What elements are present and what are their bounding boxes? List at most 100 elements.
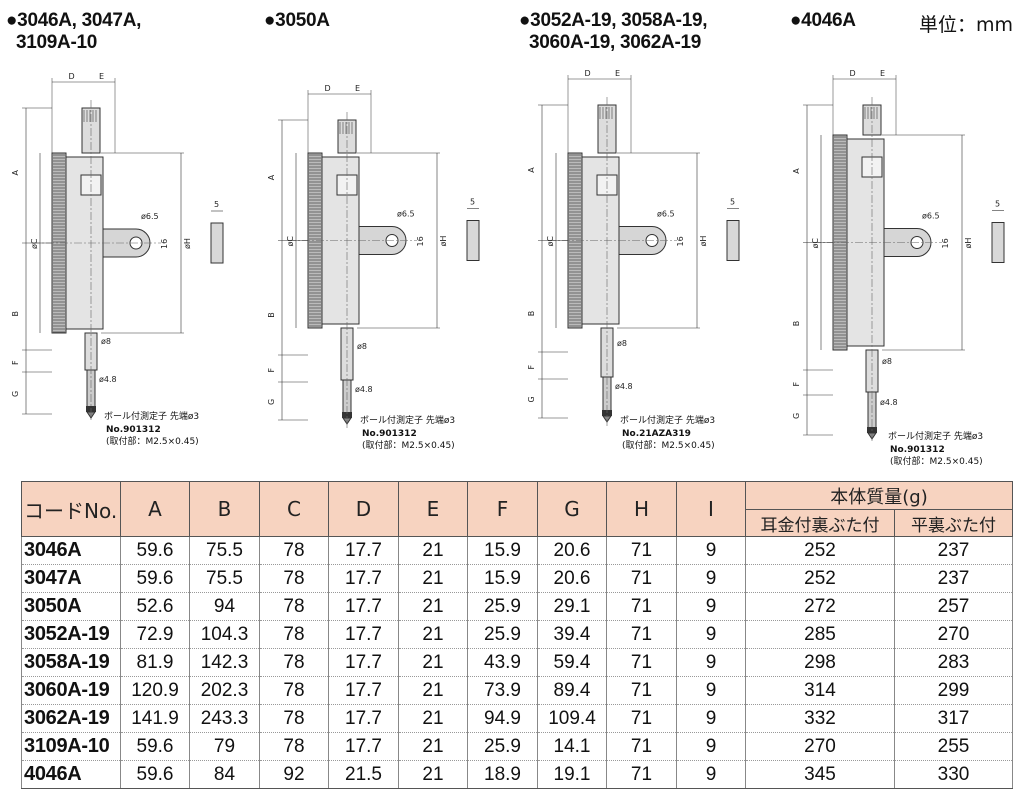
- drawing-title-3: ●3052A-19, 3058A-19, 3060A-19, 3062A-19: [519, 10, 708, 53]
- dim-h: øH: [183, 238, 192, 249]
- value-cell: 25.9: [467, 732, 538, 761]
- value-cell: 94: [189, 592, 260, 621]
- value-cell: 92: [259, 760, 329, 789]
- dim-lug-width: 5: [214, 200, 219, 209]
- dim-a: A: [792, 168, 801, 174]
- dim-g: G: [527, 396, 536, 402]
- value-cell: 78: [259, 648, 329, 677]
- dim-hole: ø6.5: [141, 212, 159, 221]
- dim-b: B: [792, 321, 801, 327]
- lug-side-view: [466, 220, 480, 261]
- value-cell: 78: [259, 732, 329, 761]
- value-cell: 71: [606, 620, 677, 649]
- header-d: D: [328, 481, 399, 537]
- lug-side-view: [726, 220, 740, 261]
- value-cell: 43.9: [467, 648, 538, 677]
- value-cell: 299: [893, 676, 1014, 705]
- value-cell: 17.7: [328, 648, 399, 677]
- tip-note-1: ボール付測定子 先端ø3: [104, 412, 200, 422]
- value-cell: 142.3: [189, 648, 260, 677]
- value-cell: 9: [676, 564, 746, 593]
- value-cell: 19.1: [537, 760, 607, 789]
- dim-f: F: [267, 368, 276, 373]
- header-g: G: [537, 481, 607, 537]
- value-cell: 71: [606, 704, 677, 733]
- value-cell: 21: [398, 676, 468, 705]
- dim-lug-width: 5: [730, 198, 735, 207]
- value-cell: 17.7: [328, 592, 399, 621]
- dim-lug: 16: [416, 236, 425, 246]
- value-cell: 17.7: [328, 676, 399, 705]
- dim-h: øH: [964, 238, 973, 249]
- dim-lug: 16: [160, 239, 169, 249]
- code-cell: 3047A: [21, 564, 121, 593]
- value-cell: 71: [606, 592, 677, 621]
- dim-c: øC: [286, 236, 295, 247]
- part-no-1: No.901312: [106, 425, 161, 435]
- header-mass-flat-back: 平裏ぶた付: [893, 509, 1014, 537]
- part-no-4: No.901312: [890, 445, 945, 455]
- dim-g: G: [792, 413, 801, 419]
- value-cell: 9: [676, 676, 746, 705]
- value-cell: 21: [398, 704, 468, 733]
- value-cell: 21: [398, 648, 468, 677]
- value-cell: 21: [398, 732, 468, 761]
- value-cell: 20.6: [537, 564, 607, 593]
- value-cell: 52.6: [120, 592, 190, 621]
- dim-lug-width: 5: [995, 200, 1000, 209]
- value-cell: 78: [259, 564, 329, 593]
- value-cell: 78: [259, 620, 329, 649]
- value-cell: 21.5: [328, 760, 399, 789]
- dim-b: B: [267, 312, 276, 318]
- dim-e: E: [615, 69, 620, 78]
- value-cell: 25.9: [467, 592, 538, 621]
- lug-side-view: [991, 222, 1005, 263]
- part-no-2: No.901312: [362, 429, 417, 439]
- dim-a: A: [527, 167, 536, 173]
- value-cell: 17.7: [328, 620, 399, 649]
- dim-tip: ø4.8: [355, 385, 373, 394]
- mount-1: (取付部：M2.5×0.45): [106, 437, 199, 447]
- value-cell: 237: [893, 564, 1014, 593]
- value-cell: 78: [259, 704, 329, 733]
- dim-lug: 16: [676, 236, 685, 246]
- dim-stem: ø8: [357, 342, 367, 351]
- code-cell: 3109A-10: [21, 732, 121, 761]
- value-cell: 71: [606, 676, 677, 705]
- mount-2: (取付部：M2.5×0.45): [362, 441, 455, 451]
- code-cell: 3062A-19: [21, 704, 121, 733]
- value-cell: 39.4: [537, 620, 607, 649]
- value-cell: 9: [676, 620, 746, 649]
- value-cell: 94.9: [467, 704, 538, 733]
- value-cell: 71: [606, 760, 677, 789]
- header-mass-lug-back: 耳金付裏ぶた付: [745, 509, 895, 537]
- value-cell: 71: [606, 732, 677, 761]
- code-cell: 4046A: [21, 760, 121, 789]
- value-cell: 120.9: [120, 676, 190, 705]
- spec-table: コードNo. A B C D E F G H I 本体質量(g) 耳金付裏ぶた付…: [21, 481, 1014, 789]
- value-cell: 78: [259, 536, 329, 565]
- value-cell: 21: [398, 536, 468, 565]
- header-e: E: [398, 481, 468, 537]
- value-cell: 59.4: [537, 648, 607, 677]
- value-cell: 104.3: [189, 620, 260, 649]
- header-c: C: [259, 481, 329, 537]
- dim-d: D: [69, 72, 75, 81]
- value-cell: 15.9: [467, 564, 538, 593]
- dim-e: E: [355, 84, 360, 93]
- value-cell: 9: [676, 536, 746, 565]
- value-cell: 332: [745, 704, 895, 733]
- header-i: I: [676, 481, 746, 537]
- drawing-title-1: ●3046A, 3047A, 3109A-10: [6, 10, 142, 53]
- value-cell: 17.7: [328, 536, 399, 565]
- dim-tip: ø4.8: [99, 375, 117, 384]
- value-cell: 283: [893, 648, 1014, 677]
- value-cell: 9: [676, 592, 746, 621]
- code-cell: 3052A-19: [21, 620, 121, 649]
- value-cell: 21: [398, 760, 468, 789]
- dim-e: E: [880, 69, 885, 78]
- value-cell: 109.4: [537, 704, 607, 733]
- value-cell: 59.6: [120, 760, 190, 789]
- dim-d: D: [585, 69, 591, 78]
